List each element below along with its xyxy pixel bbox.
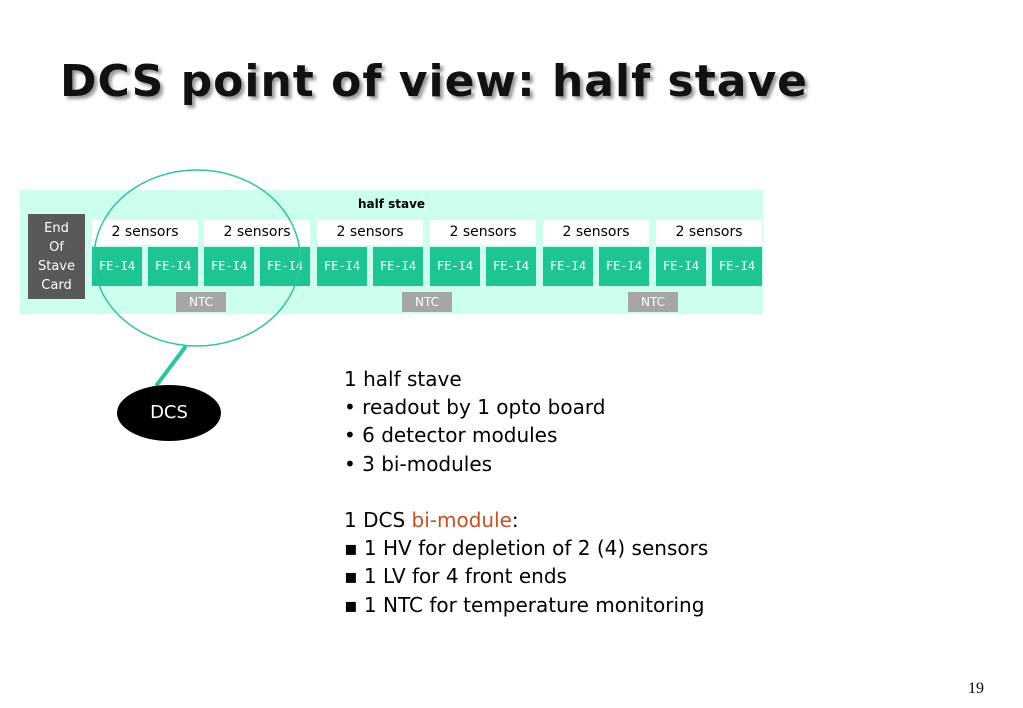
module-sensors-label: 2 sensors	[92, 220, 198, 245]
detector-module: 2 sensors FE-I4 FE-I4	[317, 220, 423, 288]
end-of-stave-card: End Of Stave Card	[28, 214, 85, 299]
bi-module-highlight-circle	[93, 169, 301, 347]
fe-i4-chip: FE-I4	[712, 247, 762, 286]
info-bullet: • 6 detector modules	[344, 423, 558, 448]
fe-i4-chip: FE-I4	[373, 247, 423, 286]
end-of-stave-line: Card	[41, 277, 72, 293]
end-of-stave-line: Stave	[37, 258, 75, 274]
fe-i4-chip: FE-I4	[430, 247, 480, 286]
detector-module: 2 sensors FE-I4 FE-I4	[430, 220, 536, 288]
end-of-stave-line: Of	[49, 239, 64, 255]
info-spacer	[344, 478, 708, 506]
detector-module: 2 sensors FE-I4 FE-I4	[656, 220, 762, 288]
fe-i4-chip: FE-I4	[148, 247, 198, 286]
fe-i4-chip: FE-I4	[260, 247, 310, 286]
fe-i4-chip: FE-I4	[486, 247, 536, 286]
dcs-bubble: DCS	[117, 385, 221, 441]
fe-i4-chip: FE-I4	[543, 247, 593, 286]
info-bullet: ▪ 1 HV for depletion of 2 (4) sensors	[344, 536, 709, 561]
detector-module: 2 sensors FE-I4 FE-I4	[543, 220, 649, 288]
info-bullet: ▪ 1 LV for 4 front ends	[344, 564, 567, 589]
info-bullet: ▪ 1 NTC for temperature monitoring	[344, 592, 705, 617]
detector-module: 2 sensors FE-I4 FE-I4	[92, 220, 198, 288]
slide-title: DCS point of view: half stave	[60, 56, 808, 107]
info-heading: 1 DCS bi-module:	[344, 506, 708, 534]
page-number: 19	[968, 680, 984, 697]
info-heading: 1 half stave	[344, 367, 462, 391]
ntc-sensor: NTC	[628, 292, 678, 312]
module-sensors-label: 2 sensors	[430, 220, 536, 245]
fe-i4-chip: FE-I4	[599, 247, 649, 286]
fe-i4-chip: FE-I4	[92, 247, 142, 286]
callout-connector	[154, 344, 188, 388]
info-bullet: • 3 bi-modules	[344, 451, 493, 476]
fe-i4-chip: FE-I4	[317, 247, 367, 286]
heading-suffix: :	[511, 507, 519, 532]
bi-module-highlight: bi-module	[411, 507, 512, 532]
end-of-stave-line: End	[44, 220, 69, 236]
module-sensors-label: 2 sensors	[543, 220, 649, 245]
fe-i4-chip: FE-I4	[204, 247, 254, 286]
info-bullet: • readout by 1 opto board	[344, 395, 606, 420]
info-text: 1 half stave • readout by 1 opto board •…	[344, 365, 708, 619]
heading-prefix: 1 DCS	[344, 507, 412, 532]
module-sensors-label: 2 sensors	[656, 220, 762, 245]
half-stave-label: half stave	[357, 197, 426, 211]
ntc-sensor: NTC	[402, 292, 452, 312]
module-sensors-label: 2 sensors	[317, 220, 423, 245]
ntc-sensor: NTC	[176, 292, 226, 312]
fe-i4-chip: FE-I4	[656, 247, 706, 286]
